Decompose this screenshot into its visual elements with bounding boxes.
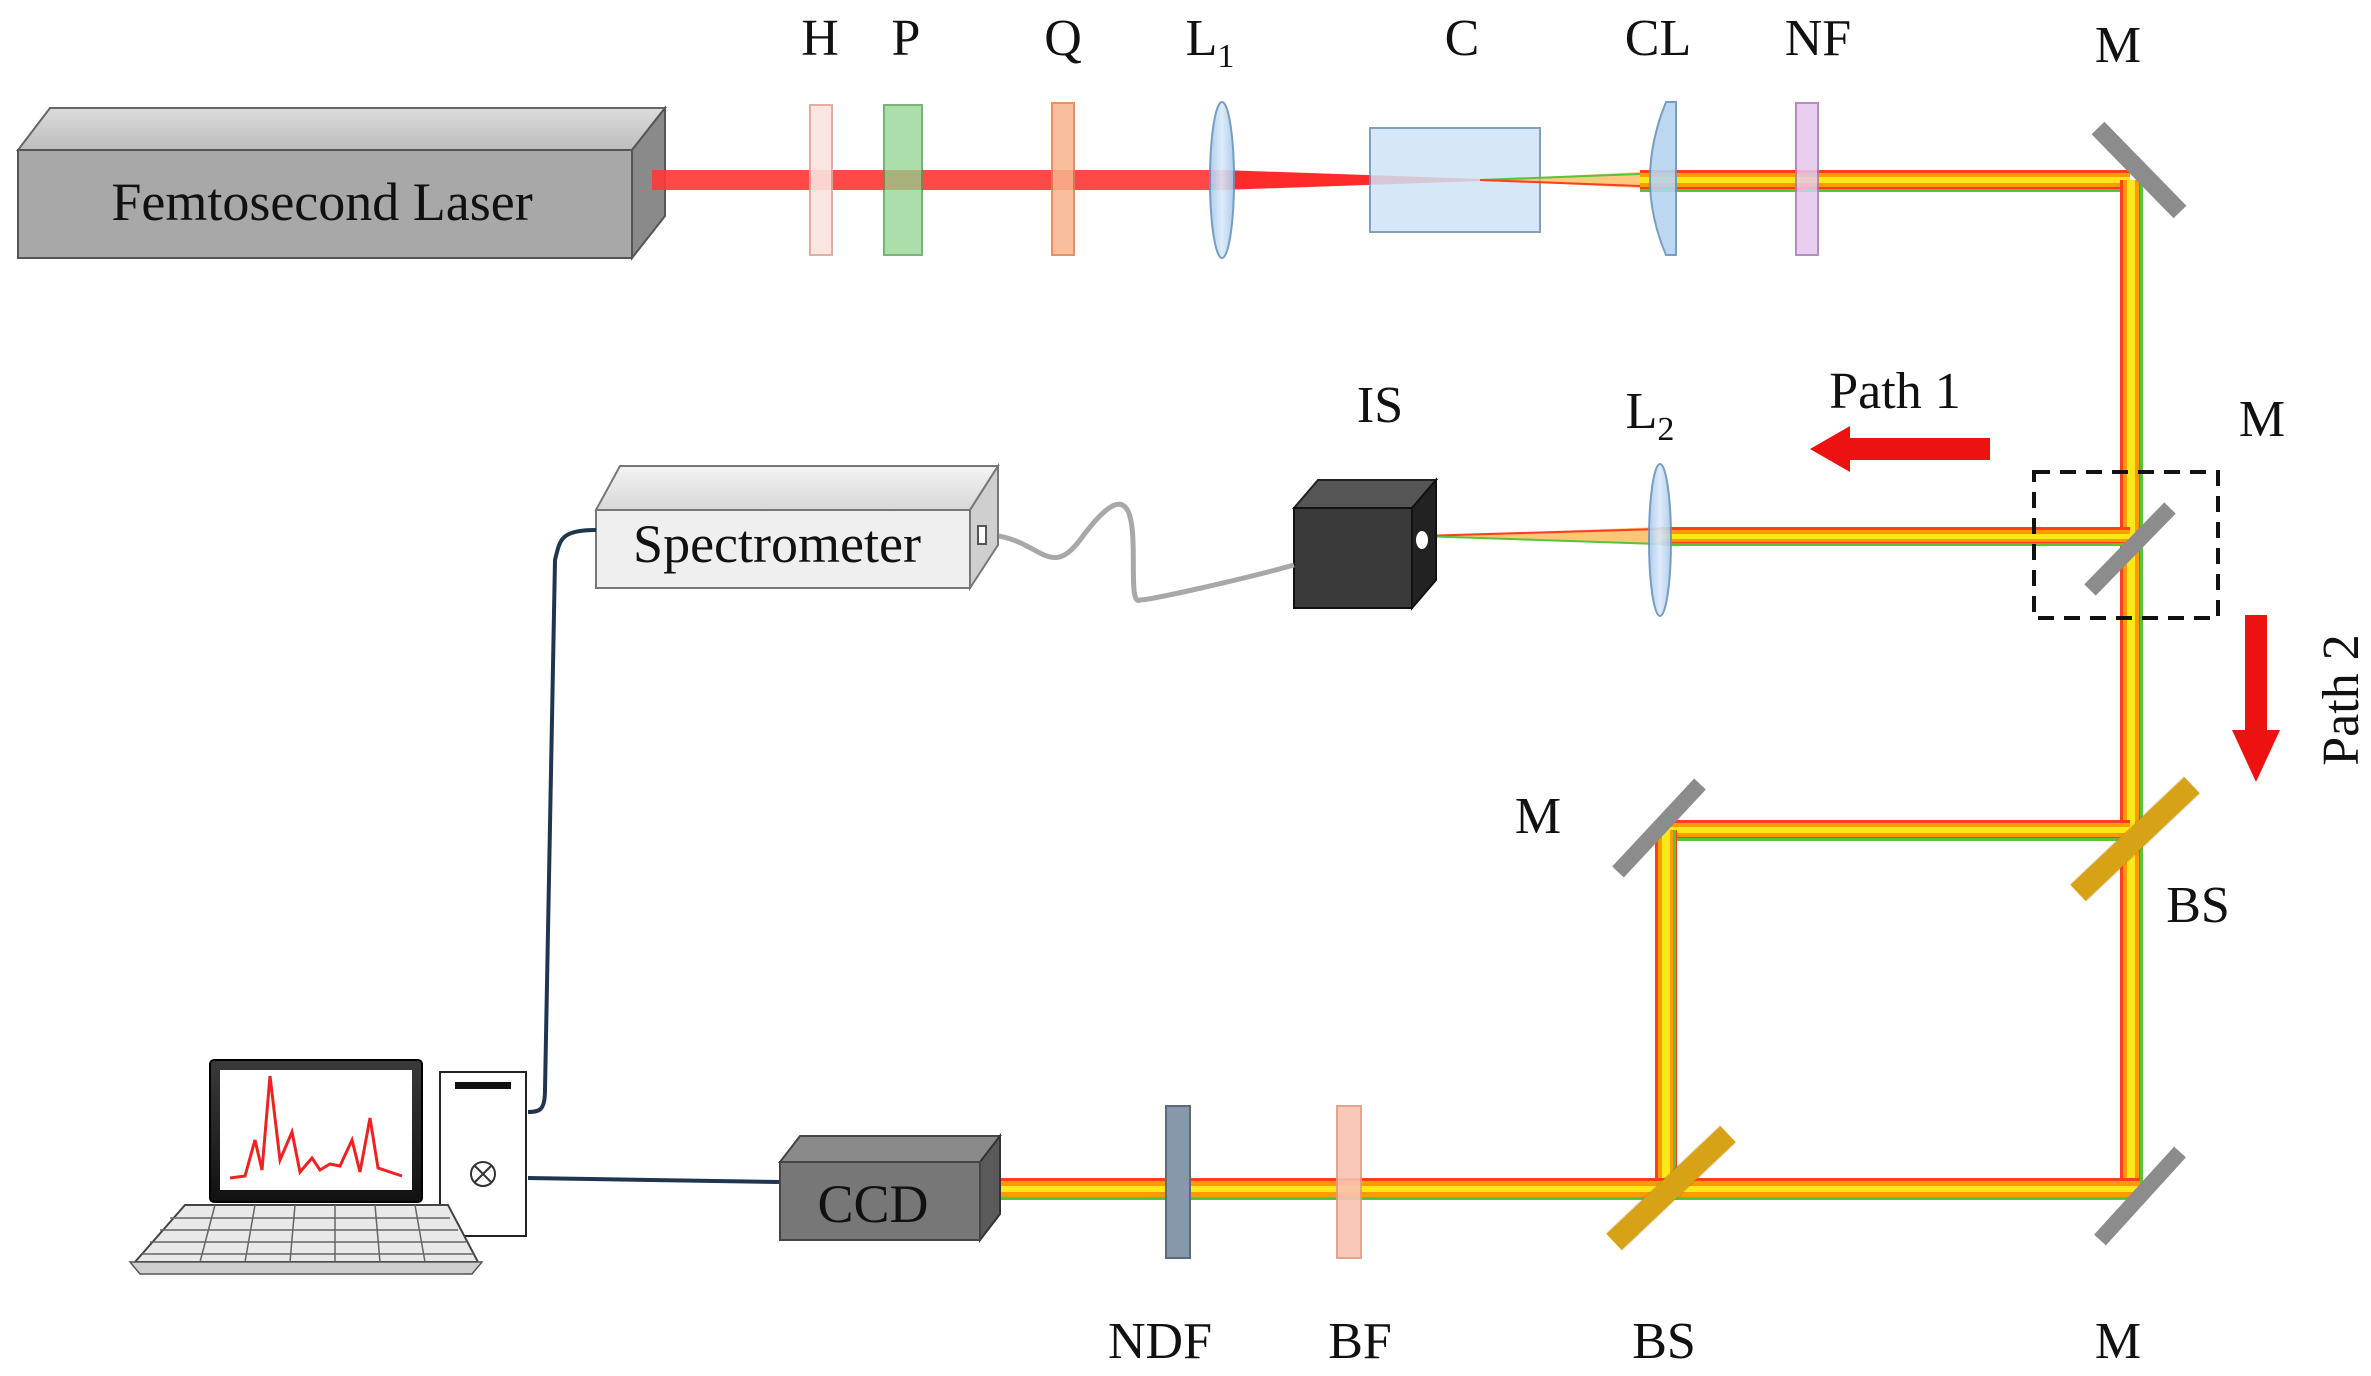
supercontinuum-beam-top — [1479, 170, 2130, 192]
interferometer-arm-left — [1655, 830, 1677, 1190]
label-q: Q — [1044, 10, 1082, 67]
polarizer — [883, 104, 923, 256]
label-l2: L2 — [1626, 383, 1675, 448]
interferometer-arm-top — [1660, 820, 2130, 841]
spectrometer: Spectrometer — [594, 462, 1000, 592]
label-is: IS — [1357, 377, 1403, 434]
input-laser-beam — [652, 170, 1480, 190]
notch-filter — [1795, 102, 1819, 256]
label-bs-right: BS — [2166, 877, 2230, 934]
beamsplitter-right — [2069, 776, 2201, 902]
lens-l1 — [1209, 101, 1235, 259]
mirror-top-right — [2091, 121, 2187, 219]
label-nf: NF — [1785, 10, 1851, 67]
laser-label: Femtosecond Laser — [111, 172, 532, 232]
label-m-top-right: M — [2095, 17, 2141, 74]
spectrometer-label: Spectrometer — [633, 514, 921, 574]
cable-computer-ccd — [527, 1176, 781, 1184]
label-p: P — [892, 10, 921, 67]
path2-arrow — [2232, 615, 2280, 782]
computer — [128, 1059, 527, 1275]
ccd-camera: CCD — [777, 1133, 1003, 1243]
neutral-density-filter — [1165, 1105, 1191, 1259]
label-ndf: NDF — [1108, 1313, 1212, 1370]
femtosecond-laser: Femtosecond Laser — [15, 105, 668, 261]
label-l1-subscript: 1 — [1217, 38, 1234, 75]
integrating-sphere — [1291, 477, 1439, 611]
label-cl: CL — [1625, 10, 1691, 67]
label-m-middle-left: M — [1515, 788, 1561, 845]
beam-to-ccd — [988, 1178, 2140, 1200]
lens-l2 — [1648, 463, 1672, 617]
label-c: C — [1445, 10, 1480, 67]
quarter-waveplate — [1051, 102, 1075, 256]
beamsplitter-bottom — [1605, 1125, 1737, 1251]
label-h: H — [801, 10, 839, 67]
label-m-bottom-right: M — [2095, 1313, 2141, 1370]
bandpass-filter — [1336, 1105, 1362, 1259]
mirror-middle-left — [1612, 778, 1706, 878]
label-path2: Path 2 — [2313, 634, 2370, 765]
ccd-label: CCD — [817, 1174, 928, 1234]
label-l2-subscript: 2 — [1657, 411, 1674, 448]
supercontinuum-beam-vertical — [2120, 180, 2143, 1190]
path1-arrow — [1810, 426, 1990, 472]
cylindrical-lens — [1649, 101, 1677, 256]
mirror-bottom-right — [2094, 1146, 2186, 1246]
path1-beam — [1419, 527, 2130, 546]
cable-spectrometer-computer — [527, 528, 597, 1114]
flip-mirror — [2032, 470, 2220, 620]
label-bf: BF — [1328, 1313, 1392, 1370]
optical-fiber — [991, 502, 1295, 603]
label-bs-bottom: BS — [1632, 1313, 1696, 1370]
label-m-flip: M — [2239, 391, 2285, 448]
label-path1: Path 1 — [1829, 363, 1960, 420]
label-l1: L1 — [1186, 10, 1235, 75]
half-waveplate — [809, 104, 833, 256]
